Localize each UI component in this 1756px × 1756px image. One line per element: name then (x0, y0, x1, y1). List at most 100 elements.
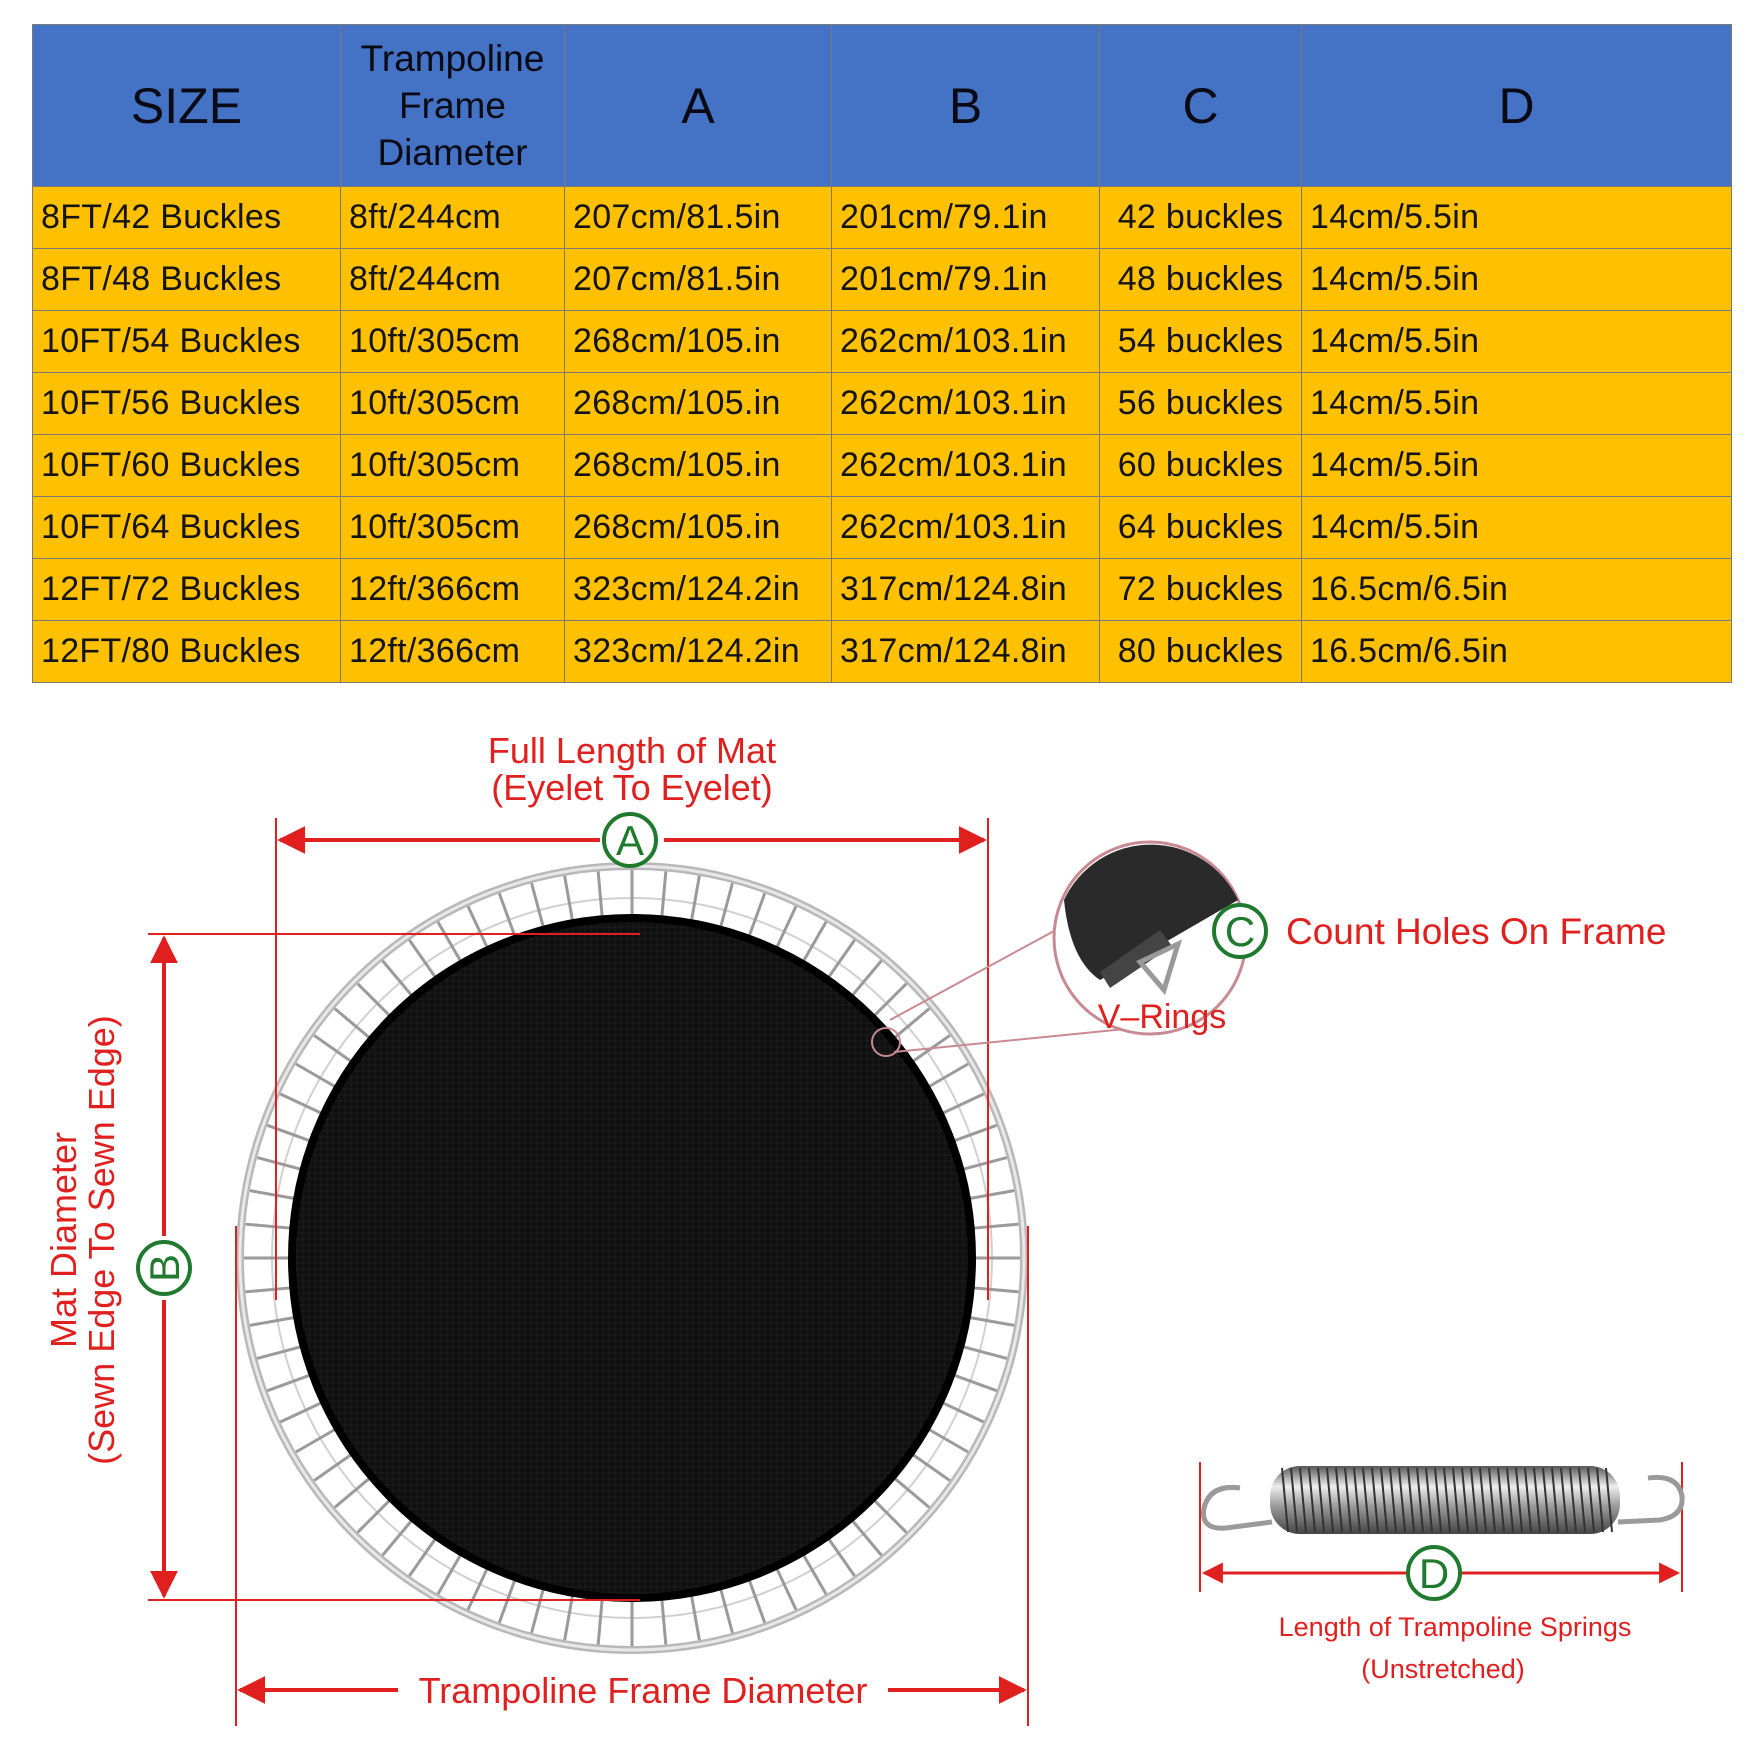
spring-line (952, 1123, 998, 1143)
spring-line (775, 905, 798, 949)
spring-coil (1470, 1467, 1478, 1533)
spring-line (256, 1156, 303, 1171)
spring-line (313, 1034, 353, 1064)
spring-coil (1353, 1467, 1361, 1533)
table-cell: 54 buckles (1099, 310, 1302, 373)
label-vrings: V–Rings (1098, 998, 1227, 1036)
spring-coil (1281, 1467, 1289, 1533)
label-frame-diameter: Trampoline Frame Diameter (419, 1670, 868, 1711)
spring-coil (1506, 1467, 1514, 1533)
spring-coil (1362, 1467, 1370, 1533)
spring-line (961, 1345, 1008, 1360)
spring-line (927, 1062, 969, 1089)
table-cell: 16.5cm/6.5in (1301, 558, 1732, 621)
spring-coil (1452, 1467, 1460, 1533)
table-cell: 12ft/366cm (340, 558, 565, 621)
letter-b: B (141, 1254, 188, 1282)
dimension-a: A Full Length of Mat (Eyelet To Eyelet) (275, 730, 989, 1300)
spring-line (279, 1092, 323, 1115)
spring-coil (1290, 1467, 1298, 1533)
spring-coil (1605, 1467, 1613, 1533)
spring-line (968, 1315, 1015, 1327)
spring-line (333, 1476, 371, 1509)
table-cell: 207cm/81.5in (564, 248, 832, 311)
spring-coil (1515, 1467, 1523, 1533)
spring-line (775, 1567, 798, 1611)
spring-line (872, 1498, 908, 1534)
table-cell: 48 buckles (1099, 248, 1302, 311)
spring-coil (1542, 1467, 1550, 1533)
spring-line (660, 871, 668, 918)
spring-line (356, 982, 392, 1018)
table-cell: 323cm/124.2in (564, 558, 832, 621)
spring-line (660, 1598, 668, 1645)
spring-coil (1389, 1467, 1397, 1533)
table-cell: 10ft/305cm (340, 496, 565, 559)
spring-line (972, 1286, 1019, 1294)
table-cell: 10ft/305cm (340, 434, 565, 497)
spring-line (266, 1123, 312, 1143)
spring-coil (1398, 1467, 1406, 1533)
spring-line (245, 1286, 292, 1294)
label-d-line1: Length of Trampoline Springs (1279, 1612, 1632, 1642)
circle-b (136, 1240, 192, 1296)
table-cell: 201cm/79.1in (831, 248, 1100, 311)
table-cell: 10ft/305cm (340, 310, 565, 373)
spring-line (245, 1222, 292, 1230)
spring-line (689, 875, 701, 922)
spring-line (719, 882, 734, 929)
table-cell: 262cm/103.1in (831, 496, 1100, 559)
spring-line (497, 892, 517, 938)
spring-coil (1407, 1467, 1415, 1533)
circle-a (602, 812, 658, 868)
spring-line (530, 1587, 545, 1634)
spring-line (596, 1598, 604, 1645)
spring-coil (1461, 1467, 1469, 1533)
table-cell: 8ft/244cm (340, 248, 565, 311)
letter-d: D (1419, 1550, 1449, 1597)
spring-line (719, 1587, 734, 1634)
spring-line (893, 1476, 931, 1509)
spring-line (596, 871, 604, 918)
label-a-line2: (Eyelet To Eyelet) (491, 767, 772, 808)
spring-coil (1344, 1467, 1352, 1533)
spring-line (961, 1156, 1008, 1171)
spring-line (249, 1315, 296, 1327)
spring-line (408, 1537, 438, 1577)
spring-line (530, 882, 545, 929)
table-cell: 262cm/103.1in (831, 434, 1100, 497)
spring-coil (1497, 1467, 1505, 1533)
circle-d (1406, 1545, 1462, 1601)
spring-coil (1578, 1467, 1586, 1533)
label-b-line1: Mat Diameter (43, 1132, 84, 1348)
spring-coil (1425, 1467, 1433, 1533)
dimension-b: B Mat Diameter (Sewn Edge To Sewn Edge) (43, 933, 640, 1601)
table-cell: 72 buckles (1099, 558, 1302, 621)
table-cell: 268cm/105.in (564, 434, 832, 497)
table-cell: 317cm/124.8in (831, 558, 1100, 621)
spring-line (941, 1401, 985, 1424)
table-cell: 14cm/5.5in (1301, 496, 1732, 559)
table-cell: 317cm/124.8in (831, 620, 1100, 683)
label-d-line2: (Unstretched) (1361, 1654, 1525, 1684)
spring-line (563, 1594, 575, 1641)
spring-line (256, 1345, 303, 1360)
spring-coil (1326, 1467, 1334, 1533)
table-cell: 268cm/105.in (564, 372, 832, 435)
spring-line (911, 1452, 951, 1482)
table-cell: 12FT/80 Buckles (32, 620, 341, 683)
label-a-line1: Full Length of Mat (488, 730, 776, 771)
circle-c (1212, 903, 1268, 959)
spring-line (927, 1427, 969, 1454)
spring-line (689, 1594, 701, 1641)
spring-line (313, 1452, 353, 1482)
spring-coil (1560, 1467, 1568, 1533)
spring-coil (1587, 1467, 1595, 1533)
spring-line (826, 939, 856, 979)
